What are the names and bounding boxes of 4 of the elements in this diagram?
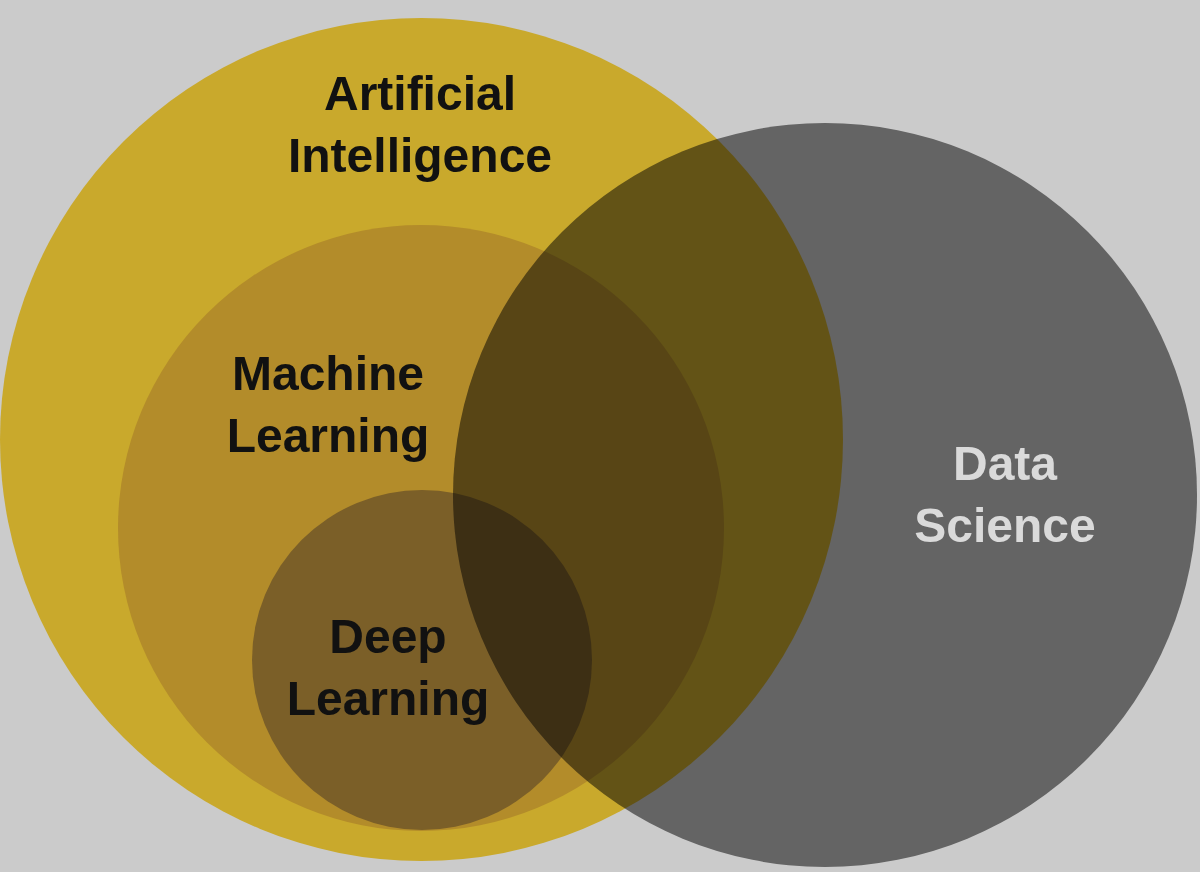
circle-label: Artificial Intelligence [286, 66, 554, 184]
circle-label: Machine Learning [225, 346, 431, 464]
circle-label: Data Science [913, 436, 1097, 554]
circle-label: Deep Learning [285, 609, 491, 727]
